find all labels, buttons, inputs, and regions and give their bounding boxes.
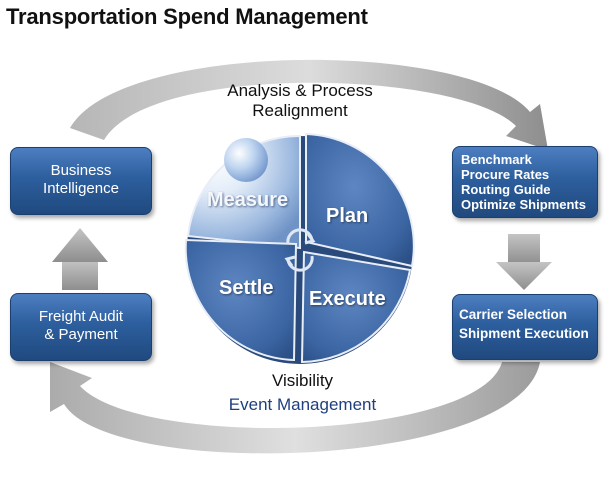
business-intelligence-box: Business Intelligence <box>10 147 152 215</box>
planning-activities-box: Benchmark Procure Rates Routing Guide Op… <box>452 146 598 218</box>
settle-label: Settle <box>219 277 274 299</box>
box-line: Shipment Execution <box>459 326 589 341</box>
visibility-label: Visibility <box>271 371 334 390</box>
event-management-label: Event Management <box>228 395 377 414</box>
analysis-label-line2: Realignment <box>252 101 348 120</box>
box-line: Optimize Shipments <box>461 197 586 212</box>
execute-quadrant <box>300 250 412 364</box>
analysis-label: Analysis & Process Realignment <box>200 81 400 121</box>
box-line: Business <box>50 162 112 179</box>
cycle-arrows-icon <box>284 228 316 272</box>
box-line: Procure Rates <box>461 167 550 182</box>
box-line: Intelligence <box>43 180 119 197</box>
box-line: Routing Guide <box>461 182 551 197</box>
execute-label: Execute <box>309 288 386 310</box>
cycle-pie <box>184 132 415 364</box>
bottom-cycle-arrow <box>50 362 540 454</box>
top-cycle-arrow <box>70 59 548 150</box>
execution-activities-box: Carrier Selection Shipment Execution <box>452 294 598 360</box>
plan-quadrant <box>305 132 415 268</box>
settle-quadrant <box>184 238 298 362</box>
analysis-label-line1: Analysis & Process <box>227 81 373 100</box>
box-line: Carrier Selection <box>459 307 568 322</box>
down-arrow <box>496 234 552 290</box>
up-arrow <box>52 228 108 290</box>
box-line: Freight Audit <box>38 308 124 325</box>
box-line: Benchmark <box>461 152 532 167</box>
freight-audit-box: Freight Audit & Payment <box>10 293 152 361</box>
box-line: & Payment <box>44 326 118 343</box>
globe-icon <box>224 138 268 182</box>
plan-label: Plan <box>326 205 369 227</box>
measure-label: Measure <box>207 189 289 211</box>
page-title: Transportation Spend Management <box>6 4 368 29</box>
